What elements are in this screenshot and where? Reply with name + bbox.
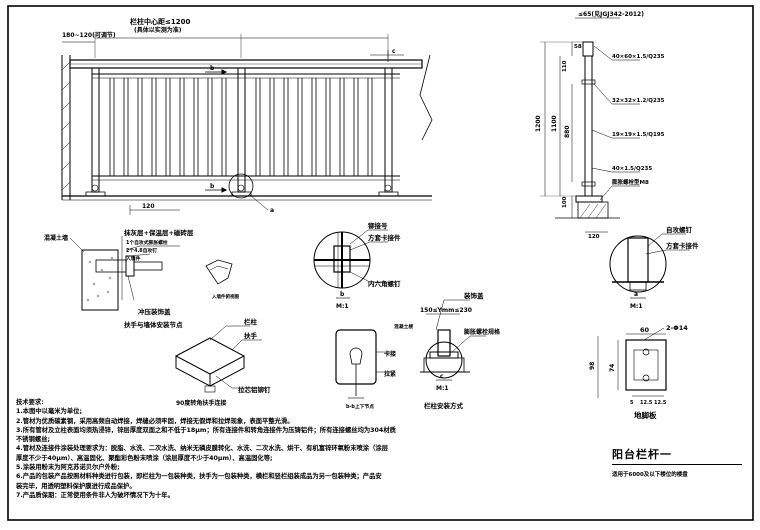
base-concrete-label: 混凝土楼 (394, 323, 413, 330)
detail-a-screw-label: 自攻螺钉 (666, 225, 693, 234)
side-dim-880: 880 (564, 125, 571, 138)
base-plate-dim-b1: 5 (630, 400, 634, 406)
section-c-mark: c (392, 48, 396, 55)
detail-b-mark: b (340, 291, 345, 298)
detail-b-scale: M:1 (336, 303, 349, 310)
note-line: 6.产品的包装产品按照材料种类进行包装，即栏柱为一包装种类，扶手为一包装种类，横… (16, 473, 382, 481)
detail-a-clip-label: 方套卡接件 (666, 241, 699, 250)
note-line: 1.本图中以毫米为单位; (16, 408, 82, 416)
side-dim-58: 58 (574, 44, 582, 50)
corner-detail (174, 325, 262, 393)
side-dim-120: 120 (588, 234, 600, 240)
top-dimension-label: 栏柱中心距≤1200 (130, 17, 190, 26)
wall-trim-label: 冲压装饰盖 (138, 307, 171, 316)
wall-detail-caption: 扶手与墙体安装节点 (124, 320, 183, 329)
corner-rail-label: 扶手 (244, 331, 258, 340)
side-label-baluster: 19×19×1.5/Q195 (612, 132, 665, 138)
note-line: 2.管材为优质碳素钢，采用高频自动焊接，焊缝必须牢固，焊接无假焊和拉焊现象，表面… (16, 417, 294, 425)
base-detail-caption: 栏柱安装方式 (424, 401, 464, 410)
detail-b (313, 229, 388, 299)
top-dimension-note: (具体以实测为准) (134, 26, 182, 34)
wall-note-2: 2个4.8自攻钉 (126, 247, 157, 254)
left-dimension-label: 180~120(可调节) (62, 31, 116, 39)
wall-layers-label: 抹灰层+保温层+磁砖层 (124, 228, 194, 237)
base-detail-c (420, 299, 486, 381)
wall-concrete-label: 混凝土墙 (44, 234, 68, 242)
corner-post-label: 栏柱 (244, 317, 258, 326)
base-decor-label: 装饰盖 (463, 291, 484, 300)
post-bb-clip-label: 卡接 (384, 350, 396, 358)
base-detail-scale: M:1 (436, 385, 449, 392)
technical-notes: 技术要求: 1.本图中以毫米为单位; 2.管材为优质碳素钢，采用高频自动焊接，焊… (16, 398, 606, 500)
notes-heading: 技术要求: (16, 399, 44, 406)
base-plate (597, 327, 667, 398)
side-view (540, 17, 640, 233)
detail-a-scale: M:1 (630, 303, 643, 310)
note-line: 3.所有管材及立柱表面均须热浸锌，锌层厚度双面之和不低于18μm；所有连接件和转… (16, 426, 396, 434)
post-bb-tight-label: 拉紧 (384, 370, 396, 378)
sheet-border (7, 5, 754, 521)
detail-b-screw-label: 内六角螺钉 (368, 279, 401, 288)
base-plate-dim-b2: 12.5 (640, 400, 653, 406)
note-line: 4.管材及连接件涂装处理要求为：脱脂、水洗、二次水洗、纳米无磷皮膜转化、水洗、二… (16, 445, 388, 453)
railing-elevation (61, 34, 433, 215)
side-label-rail: 32×32×1.2/Q235 (612, 98, 665, 104)
wall-insert-caption: 入墙件俯视图 (211, 293, 239, 300)
note-line: 厚度不少于40μm）、高温固化、聚酯彩色粉末喷涂（涂层厚度不少于40μm）、高温… (16, 454, 273, 462)
bottom-dimension-label: 120 (142, 203, 155, 210)
side-label-bolt: 膨胀螺栓型M8 (611, 178, 649, 186)
detail-b-clip-label: 方套卡接件 (368, 233, 401, 242)
title-block: 阳台栏杆一 适用于6000及以下楼位的楼盘 (612, 446, 742, 479)
side-dim-110: 110 (562, 60, 568, 72)
side-label-top-rail: 40×60×1.5/Q235 (612, 54, 665, 60)
section-b-mark-bottom: b (210, 183, 215, 190)
drawing-subtitle: 适用于6000及以下楼位的楼盘 (612, 472, 688, 478)
base-bolt-label: 膨胀螺栓规格 (463, 328, 501, 336)
note-line: 不锈钢螺丝; (16, 436, 51, 444)
detail-a-mark: a (270, 207, 274, 214)
base-plate-left-dim: 98 (589, 362, 596, 370)
note-line: 7.产品质保期：正常使用条件非人为破坏情况下为十年。 (16, 491, 174, 499)
side-dim-100: 100 (562, 196, 568, 208)
note-line: 5.涂装用粉末为阿克苏诺贝尔户外粉; (16, 464, 120, 472)
post-bb-detail (335, 329, 392, 399)
wall-detail (69, 236, 233, 311)
side-dim-1200: 1200 (535, 115, 542, 132)
detail-b-rivet-label: 铆接号 (368, 221, 388, 230)
base-plate-width: 60 (640, 326, 650, 334)
section-b-mark-top: b (210, 65, 215, 72)
base-plate-dim-b3: 12.5 (654, 400, 667, 406)
side-view-top-note: ≤65(见JGJ342-2012) (578, 10, 644, 18)
side-label-post: 40×1.5/Q235 (612, 166, 652, 172)
base-plate-height: 74 (609, 364, 616, 372)
detail-a (609, 233, 690, 299)
base-detail-mark: c (440, 373, 444, 380)
corner-detail-caption: 90度转角扶手连接 (176, 399, 226, 407)
drawing-title: 阳台栏杆一 (612, 446, 742, 465)
side-dim-1100: 1100 (551, 115, 558, 132)
post-bb-caption: b-b上下节点 (346, 403, 374, 410)
base-dim-label: 150≤Ymm≤230 (420, 307, 472, 314)
wall-note-1: 1个自攻式膨胀螺栓 (126, 239, 168, 246)
wall-note-3: 入墙件 (125, 255, 141, 262)
base-plate-caption: 地脚板 (634, 410, 657, 420)
note-line: 装完毕，用透明塑料保护膜进行成品保护。 (16, 482, 136, 490)
corner-bolt-label: 拉芯铝铆钉 (238, 385, 271, 394)
base-plate-holes: 2-Φ14 (666, 324, 688, 332)
detail-a-mark: a (634, 291, 638, 298)
